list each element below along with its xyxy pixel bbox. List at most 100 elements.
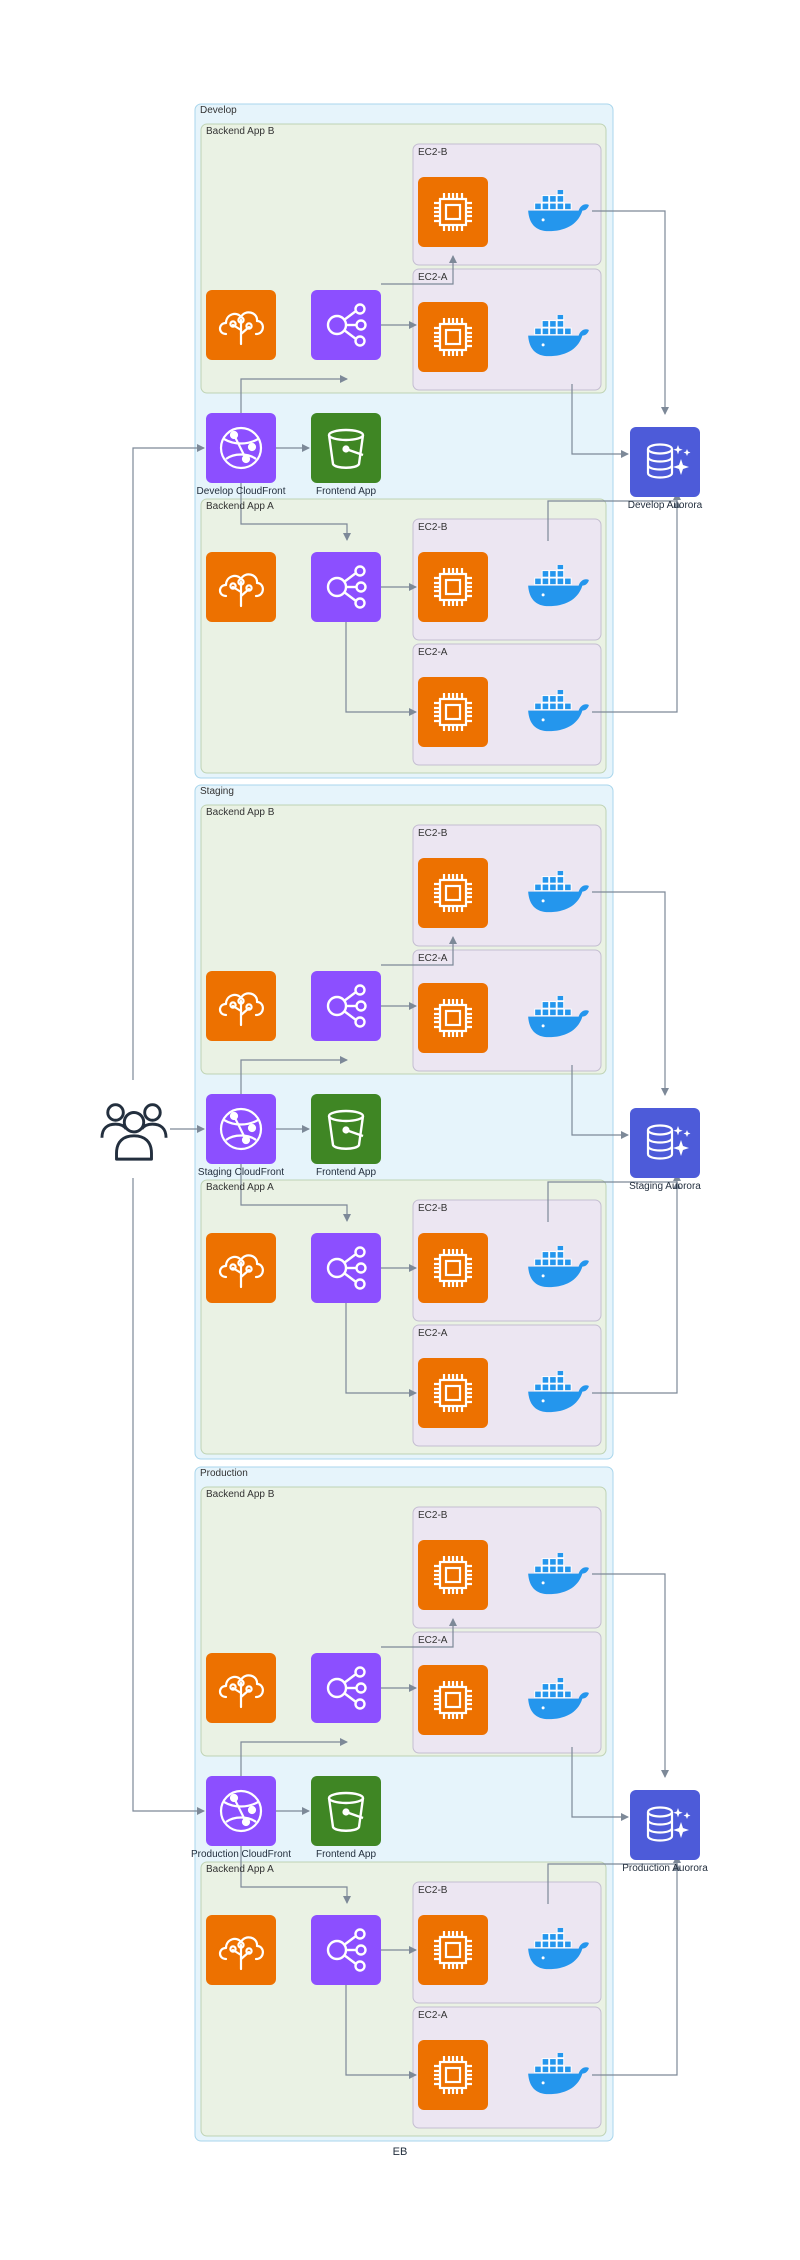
cloudfront-label: Develop CloudFront [197,486,286,497]
cloudfront-icon[interactable] [206,1094,276,1164]
backend-app-a-label: Backend App A [206,1182,274,1193]
edge-cloudfront-to-elb-a [240,483,351,541]
edge-cloudfront-to-elb-b [240,1056,348,1094]
backend-app-a-label: Backend App A [206,501,274,512]
ec2-instance-icon-tile [418,552,488,622]
edge-cloudfront-to-elb-a [240,1846,351,1904]
ec2-b-label: EC2-B [418,1203,448,1214]
ec2-instance-icon[interactable] [418,1540,488,1610]
ec2-instance-icon-tile [418,677,488,747]
ec2-b-label: EC2-B [418,1510,448,1521]
elastic-beanstalk-icon[interactable] [206,552,276,622]
elastic-beanstalk-icon[interactable] [206,290,276,360]
edge-docker-b-to-aurora [592,210,669,415]
edge-docker-a-to-aurora [571,384,629,458]
ec2-instance-icon[interactable] [418,1665,488,1735]
aurora-database-icon[interactable] [630,1108,700,1178]
backend-app-b-label: Backend App B [206,126,275,137]
elastic-beanstalk-icon[interactable] [206,1915,276,1985]
environment-develop-label: Develop [200,105,237,116]
ec2-instance-icon[interactable] [418,177,488,247]
load-balancer-icon[interactable] [311,290,381,360]
aurora-database-icon[interactable] [630,427,700,497]
elastic-beanstalk-icon[interactable] [206,1233,276,1303]
ec2-instance-icon-tile [418,1915,488,1985]
users-icon [100,1103,168,1161]
edge-elb-b-to-ec2-b [381,255,457,285]
aurora-database-icon[interactable] [630,1790,700,1860]
backend-app-b-label: Backend App B [206,807,275,818]
edge-elb-a-to-ec2-a [345,1985,417,2079]
ec2-a-label: EC2-A [418,1328,448,1339]
frontend-app-label: Frontend App [316,1167,376,1178]
ec2-instance-icon[interactable] [418,302,488,372]
edge-docker-aa-to-aurora [592,1863,681,2076]
load-balancer-icon[interactable] [311,971,381,1041]
load-balancer-icon[interactable] [311,1653,381,1723]
diagram-footer-label: EB [393,2146,408,2158]
ec2-instance-icon-tile [418,1358,488,1428]
aurora-label: Production Auorora [622,1863,708,1874]
ec2-instance-icon[interactable] [418,2040,488,2110]
edge-docker-aa-to-aurora [592,500,681,713]
ec2-instance-icon[interactable] [418,1358,488,1428]
edge-cloudfront-to-elb-b [240,1738,348,1776]
aurora-label: Develop Auorora [628,500,703,511]
ec2-instance-icon-tile [418,1665,488,1735]
ec2-instance-icon[interactable] [418,858,488,928]
elastic-beanstalk-icon[interactable] [206,1653,276,1723]
ec2-instance-icon[interactable] [418,983,488,1053]
edge-docker-a-to-aurora [571,1747,629,1821]
load-balancer-icon[interactable] [311,552,381,622]
ec2-instance-icon-tile [418,1233,488,1303]
edge-docker-b-to-aurora [592,1573,669,1778]
backend-app-a-label: Backend App A [206,1864,274,1875]
ec2-instance-icon-tile [418,2040,488,2110]
frontend-app-label: Frontend App [316,1849,376,1860]
environment-staging-label: Staging [200,786,234,797]
frontend-s3-bucket-icon[interactable] [311,1094,381,1164]
edge-elb-b-to-ec2-b [381,1618,457,1648]
ec2-a-label: EC2-A [418,272,448,283]
edge-elb-a-to-ec2-a [345,1303,417,1397]
elastic-beanstalk-icon[interactable] [206,971,276,1041]
edge-docker-b-to-aurora [592,891,669,1096]
edge-docker-a-to-aurora [571,1065,629,1139]
ec2-instance-icon[interactable] [418,677,488,747]
ec2-instance-icon[interactable] [418,1915,488,1985]
ec2-instance-icon-tile [418,1540,488,1610]
environment-production-label: Production [200,1468,248,1479]
cloudfront-icon[interactable] [206,1776,276,1846]
edge-users-to-production-cloudfront [132,1178,205,1815]
ec2-instance-icon-tile [418,858,488,928]
ec2-a-label: EC2-A [418,647,448,658]
cloudfront-icon[interactable] [206,413,276,483]
frontend-s3-bucket-icon[interactable] [311,413,381,483]
ec2-a-label: EC2-A [418,2010,448,2021]
ec2-instance-icon-tile [418,302,488,372]
edge-cloudfront-to-elb-a [240,1164,351,1222]
edge-elb-a-to-ec2-a [345,622,417,716]
cloudfront-label: Production CloudFront [191,1849,291,1860]
ec2-b-label: EC2-B [418,1885,448,1896]
ec2-instance-icon-tile [418,983,488,1053]
ec2-b-label: EC2-B [418,522,448,533]
ec2-instance-icon-tile [418,177,488,247]
cloudfront-label: Staging CloudFront [198,1167,284,1178]
ec2-instance-icon[interactable] [418,1233,488,1303]
ec2-a-label: EC2-A [418,953,448,964]
edge-users-to-develop-cloudfront [132,444,205,1080]
ec2-instance-icon[interactable] [418,552,488,622]
load-balancer-icon[interactable] [311,1915,381,1985]
aurora-label: Staging Auorora [629,1181,701,1192]
edge-elb-b-to-ec2-b [381,936,457,966]
frontend-s3-bucket-icon[interactable] [311,1776,381,1846]
ec2-a-label: EC2-A [418,1635,448,1646]
edge-docker-aa-to-aurora [592,1181,681,1394]
ec2-b-label: EC2-B [418,828,448,839]
load-balancer-icon[interactable] [311,1233,381,1303]
frontend-app-label: Frontend App [316,486,376,497]
ec2-b-label: EC2-B [418,147,448,158]
backend-app-b-label: Backend App B [206,1489,275,1500]
